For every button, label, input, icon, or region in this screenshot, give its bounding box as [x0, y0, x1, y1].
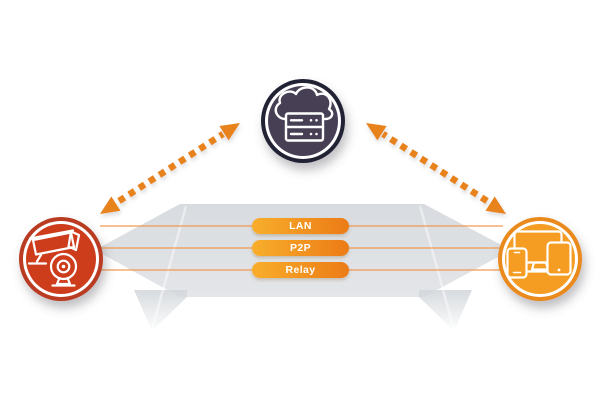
- tablet-button: [557, 268, 561, 272]
- webcam-stand: [55, 276, 72, 286]
- camera-visor: [28, 229, 75, 240]
- cloud-outline: [274, 86, 334, 121]
- arrowhead-to-cloud-left: [219, 123, 240, 141]
- node-camera: [19, 217, 103, 301]
- server-led: [315, 119, 318, 122]
- server-led: [309, 119, 313, 122]
- arrowhead-to-cloud-right: [366, 123, 387, 141]
- pill-lan-label: LAN: [289, 220, 312, 232]
- arrow-seam-right: [418, 205, 456, 331]
- dashed-line: [117, 131, 225, 204]
- camera-body: [31, 231, 76, 256]
- webcam-ring: [56, 259, 71, 274]
- arrow-tail-wedge-left: [134, 290, 187, 331]
- camera-arm: [35, 253, 43, 263]
- arrowhead-to-camera: [100, 196, 121, 214]
- pill-lan: LAN: [252, 218, 349, 234]
- server-led: [309, 132, 313, 136]
- arrow-seam-left: [150, 205, 188, 331]
- dashed-link-devices-cloud: [366, 123, 506, 214]
- dashed-link-camera-cloud: [100, 123, 240, 214]
- pill-p2p-label: P2P: [289, 242, 312, 254]
- tablet: [546, 241, 572, 276]
- node-devices: [498, 217, 582, 301]
- arrowhead-to-devices: [485, 196, 506, 214]
- cloud-server-icon: [274, 86, 334, 142]
- pill-p2p: P2P: [252, 240, 349, 256]
- node-cloud-server: [261, 79, 345, 163]
- pill-relay-label: Relay: [285, 264, 316, 276]
- server-led: [315, 132, 318, 136]
- webcam-dot: [61, 264, 66, 269]
- arrow-tail-wedge-right: [419, 290, 472, 331]
- webcam-outer: [49, 252, 78, 281]
- client-devices-icon: [506, 230, 572, 279]
- dashed-line: [381, 131, 489, 204]
- phone: [506, 247, 528, 279]
- pill-relay: Relay: [252, 262, 349, 278]
- camera-lens-cap: [67, 230, 81, 252]
- cctv-camera-icon: [27, 229, 81, 287]
